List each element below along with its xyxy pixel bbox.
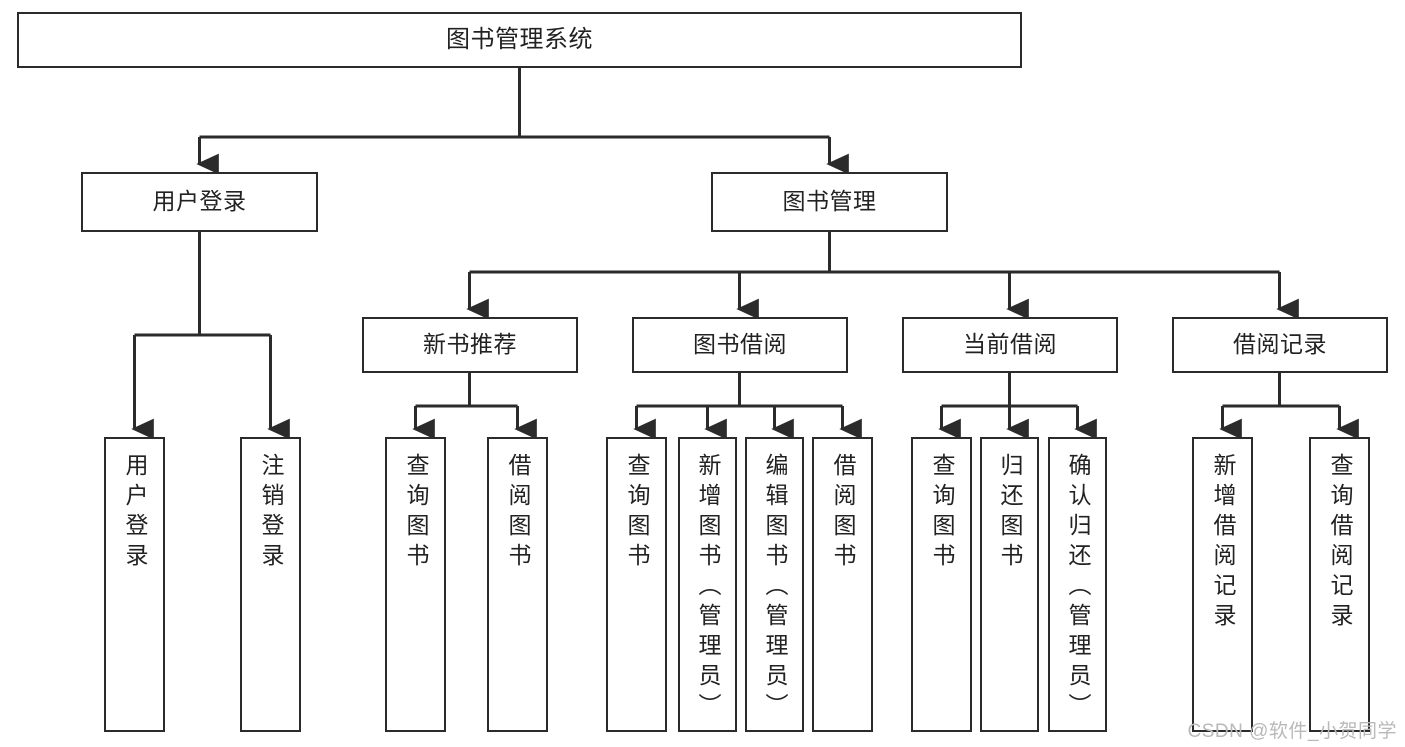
node-leaf-query-book-2[interactable]: 查询图书 bbox=[606, 437, 667, 732]
node-label: 借阅记录 bbox=[1233, 331, 1327, 358]
node-leaf-borrow-book-2[interactable]: 借阅图书 bbox=[812, 437, 873, 732]
node-label: 新增图书（管理员） bbox=[695, 453, 721, 723]
node-label: 当前借阅 bbox=[963, 331, 1057, 358]
node-leaf-user-login[interactable]: 用户登录 bbox=[104, 437, 165, 732]
node-label: 确认归还（管理员） bbox=[1065, 453, 1091, 723]
node-label: 查询借阅记录 bbox=[1327, 453, 1353, 633]
node-label: 查询图书 bbox=[403, 453, 429, 573]
node-leaf-query-book-1[interactable]: 查询图书 bbox=[385, 437, 446, 732]
node-leaf-add-record[interactable]: 新增借阅记录 bbox=[1192, 437, 1253, 732]
node-label: 注销登录 bbox=[258, 453, 284, 573]
node-label: 新书推荐 bbox=[423, 331, 517, 358]
node-label: 借阅图书 bbox=[830, 453, 856, 573]
node-leaf-query-book-3[interactable]: 查询图书 bbox=[911, 437, 972, 732]
node-label: 查询图书 bbox=[624, 453, 650, 573]
node-label: 借阅图书 bbox=[505, 453, 531, 573]
node-borrow-record[interactable]: 借阅记录 bbox=[1172, 317, 1388, 373]
node-label: 用户登录 bbox=[122, 453, 148, 573]
node-new-book-recommend[interactable]: 新书推荐 bbox=[362, 317, 578, 373]
node-user-login[interactable]: 用户登录 bbox=[81, 172, 318, 232]
node-leaf-edit-book[interactable]: 编辑图书（管理员） bbox=[745, 437, 804, 732]
node-root-book-management-system[interactable]: 图书管理系统 bbox=[17, 12, 1022, 68]
node-leaf-logout-login[interactable]: 注销登录 bbox=[240, 437, 301, 732]
csdn-watermark: CSDN @软件_小贺同学 bbox=[1187, 721, 1397, 742]
node-leaf-add-book[interactable]: 新增图书（管理员） bbox=[678, 437, 737, 732]
node-label: 用户登录 bbox=[152, 188, 247, 215]
node-leaf-return-book[interactable]: 归还图书 bbox=[980, 437, 1039, 732]
node-leaf-confirm-return[interactable]: 确认归还（管理员） bbox=[1048, 437, 1107, 732]
node-current-borrow[interactable]: 当前借阅 bbox=[902, 317, 1118, 373]
node-label: 归还图书 bbox=[997, 453, 1023, 573]
node-label: 图书借阅 bbox=[693, 331, 787, 358]
node-book-borrow[interactable]: 图书借阅 bbox=[632, 317, 848, 373]
node-leaf-borrow-book-1[interactable]: 借阅图书 bbox=[487, 437, 548, 732]
node-leaf-query-record[interactable]: 查询借阅记录 bbox=[1309, 437, 1370, 732]
node-label: 新增借阅记录 bbox=[1210, 453, 1236, 633]
node-book-management[interactable]: 图书管理 bbox=[711, 172, 948, 232]
node-label: 图书管理 bbox=[782, 188, 877, 215]
node-label: 图书管理系统 bbox=[446, 25, 593, 53]
node-label: 编辑图书（管理员） bbox=[762, 453, 788, 723]
node-label: 查询图书 bbox=[929, 453, 955, 573]
